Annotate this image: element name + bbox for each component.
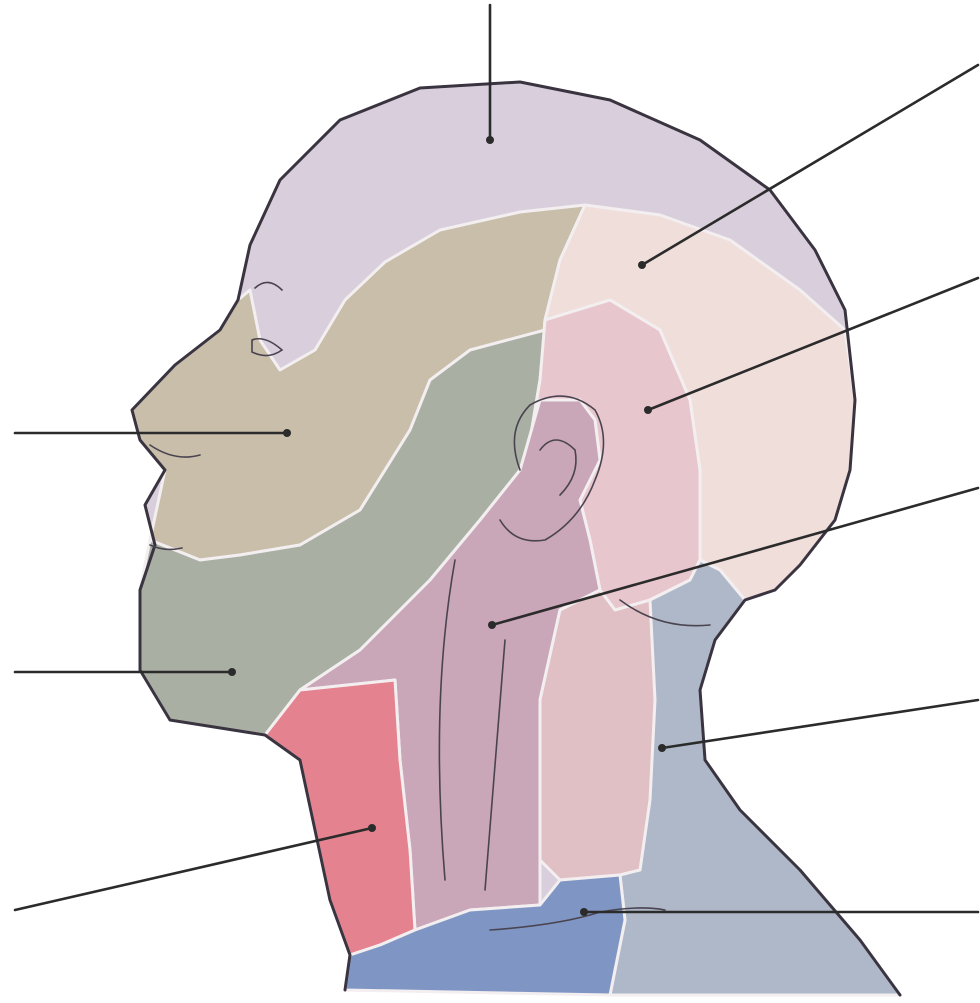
- leader-dot-maxillary: [283, 429, 291, 437]
- anterior-neck-region: [265, 680, 415, 955]
- leader-dot-auricular: [488, 621, 496, 629]
- leader-dot-occipital-lower: [644, 406, 652, 414]
- cervical-back-region: [610, 560, 900, 995]
- leader-dot-supraclavicular: [580, 908, 588, 916]
- leader-dot-occipital-upper: [638, 261, 646, 269]
- leader-line-anterior-neck: [15, 828, 372, 910]
- leader-dot-vertex: [486, 136, 494, 144]
- leader-dot-cervical-back: [658, 744, 666, 752]
- leader-dot-anterior-neck: [368, 824, 376, 832]
- leader-line-cervical-back: [662, 700, 978, 748]
- leader-dot-mandibular: [228, 668, 236, 676]
